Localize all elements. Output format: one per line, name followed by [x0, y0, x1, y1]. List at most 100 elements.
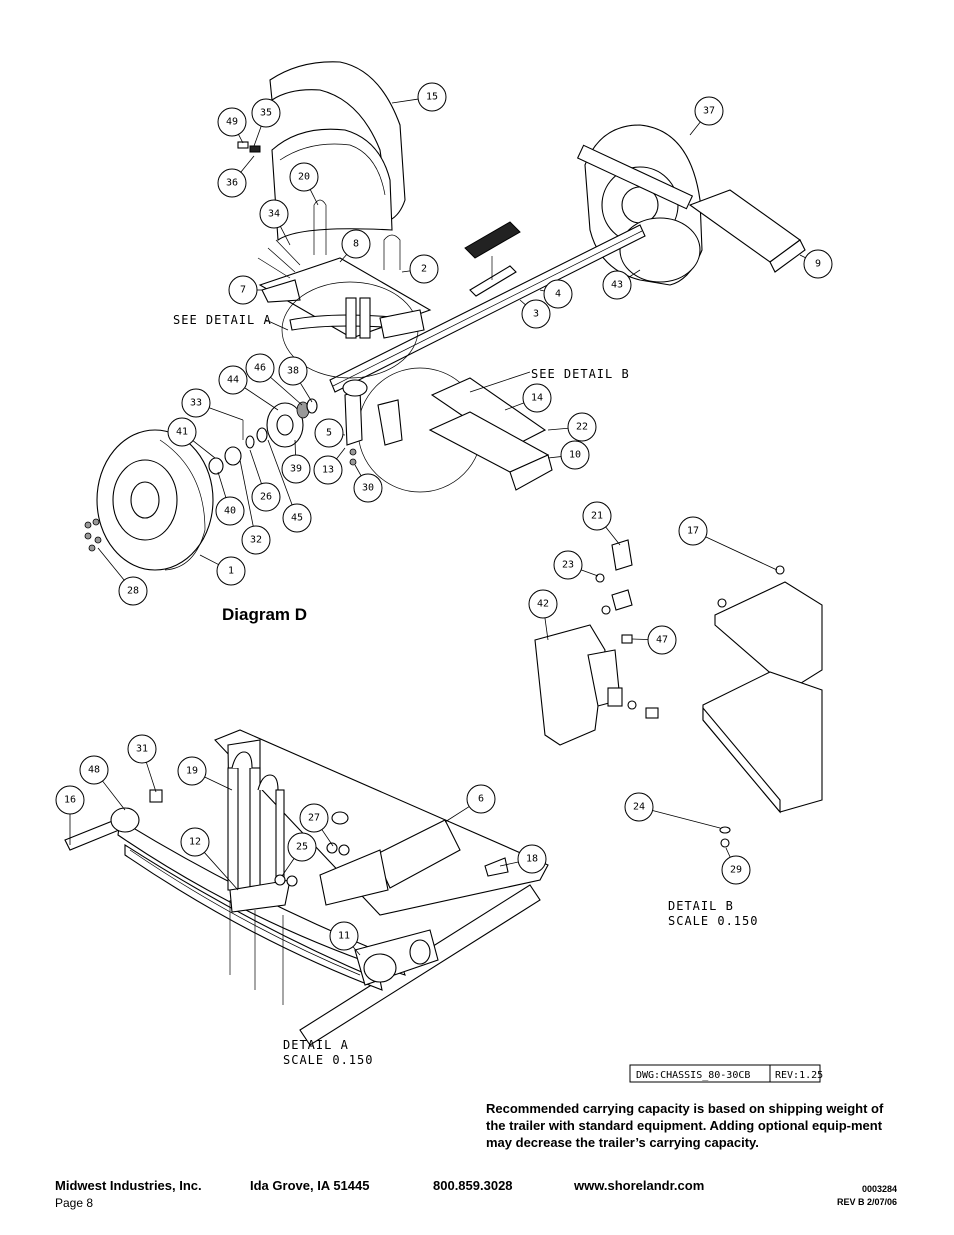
callout-circle-25: [287, 832, 317, 862]
callout-leader-48: [102, 780, 126, 811]
callout-circle-19: [177, 756, 207, 786]
callouts-layer: 1234567891011121314151617181920212223242…: [55, 82, 833, 956]
see-detail-a-label: SEE DETAIL A: [173, 313, 272, 327]
callout-29: 29: [730, 865, 742, 876]
callout-leader-30: [354, 464, 362, 477]
callout-circle-3: [521, 299, 551, 329]
axle-tube: [329, 224, 646, 393]
callout-16: 16: [64, 795, 76, 806]
footer-company: Midwest Industries, Inc.: [55, 1178, 202, 1193]
callout-circle-44: [218, 365, 248, 395]
callout-1: 1: [228, 566, 234, 577]
callout-circle-38: [278, 356, 308, 386]
callout-leader-46: [270, 376, 303, 406]
callout-leader-3: [519, 299, 526, 306]
callout-leader-15: [391, 98, 419, 104]
callout-circle-30: [353, 473, 383, 503]
callout-leader-6: [444, 806, 470, 823]
callout-34: 34: [268, 209, 280, 220]
footer-revision: REV B 2/07/06: [836, 1197, 897, 1207]
callout-9: 9: [815, 259, 821, 270]
callout-leader-23: [581, 569, 599, 577]
callout-circle-34: [259, 199, 289, 229]
callout-leader-9: [799, 254, 806, 259]
callout-leader-38: [299, 382, 313, 403]
callout-leader-34: [280, 226, 291, 246]
callout-circle-12: [180, 827, 210, 857]
callout-42: 42: [537, 599, 549, 610]
callout-circle-28: [118, 576, 148, 606]
callout-leader-19: [204, 776, 233, 791]
callout-38: 38: [287, 366, 299, 377]
callout-leader-28: [97, 547, 125, 581]
callout-leader-27: [321, 829, 334, 847]
callout-circle-11: [329, 921, 359, 951]
callout-44: 44: [227, 375, 239, 386]
callout-circle-21: [582, 501, 612, 531]
callout-circle-37: [694, 96, 724, 126]
callout-circle-42: [528, 589, 558, 619]
callout-36: 36: [226, 178, 238, 189]
callout-circle-18: [517, 844, 547, 874]
callout-circle-14: [522, 383, 552, 413]
wheel-1: [84, 429, 214, 571]
callout-46: 46: [254, 363, 266, 374]
callout-circle-35: [251, 98, 281, 128]
callout-2: 2: [421, 264, 427, 275]
callout-leader-37: [689, 121, 701, 136]
callout-leader-11: [352, 946, 361, 956]
callout-32: 32: [250, 535, 262, 546]
channel-9: [688, 189, 806, 273]
part-49: [237, 141, 249, 149]
callout-35: 35: [260, 108, 272, 119]
tire-43: [619, 217, 701, 283]
callout-circle-40: [215, 496, 245, 526]
callout-leader-31: [145, 762, 157, 793]
callout-33: 33: [190, 398, 202, 409]
see-detail-b-label: SEE DETAIL B: [531, 367, 630, 381]
callout-circle-4: [543, 279, 573, 309]
callout-leader-26: [249, 449, 262, 484]
callout-circle-32: [241, 525, 271, 555]
part-35: [249, 145, 261, 153]
callout-12: 12: [189, 837, 201, 848]
u-bolts: [313, 199, 401, 270]
callout-5: 5: [326, 428, 332, 439]
callout-circle-48: [79, 755, 109, 785]
callout-leader-25: [281, 858, 295, 877]
callout-24: 24: [633, 802, 645, 813]
callout-leader-35: [253, 126, 262, 147]
detail-b-title: DETAIL B: [668, 899, 734, 913]
callout-leader-14: [504, 402, 525, 411]
callout-leader-44: [244, 387, 279, 411]
hanger-bracket: [344, 389, 403, 466]
callout-22: 22: [576, 422, 588, 433]
callout-leader-45: [267, 439, 293, 506]
callout-8: 8: [353, 239, 359, 250]
callout-circle-15: [417, 82, 447, 112]
callout-circle-33: [181, 388, 211, 418]
callout-circle-41: [167, 417, 197, 447]
callout-45: 45: [291, 513, 303, 524]
detail-a-title: DETAIL A: [283, 1038, 349, 1052]
footer-website[interactable]: www.shorelandr.com: [574, 1178, 705, 1193]
callout-circle-45: [282, 503, 312, 533]
callout-leader-2: [401, 270, 411, 273]
callout-10: 10: [569, 450, 581, 461]
drawing-block: DWG:CHASSIS_80-30CB REV:1.25: [629, 1064, 823, 1083]
callout-circle-22: [567, 412, 597, 442]
callout-4: 4: [555, 289, 561, 300]
callout-leader-4: [539, 289, 545, 292]
callout-31: 31: [136, 744, 148, 755]
callout-27: 27: [308, 813, 320, 824]
callout-circle-39: [281, 454, 311, 484]
callout-circle-17: [678, 516, 708, 546]
callout-leader-42: [544, 617, 549, 641]
callout-15: 15: [426, 92, 438, 103]
callout-leader-24: [652, 810, 721, 829]
callout-21: 21: [591, 511, 603, 522]
step-pad: [464, 221, 521, 297]
callout-leader-49: [238, 134, 244, 144]
callout-circle-27: [299, 803, 329, 833]
callout-19: 19: [186, 766, 198, 777]
